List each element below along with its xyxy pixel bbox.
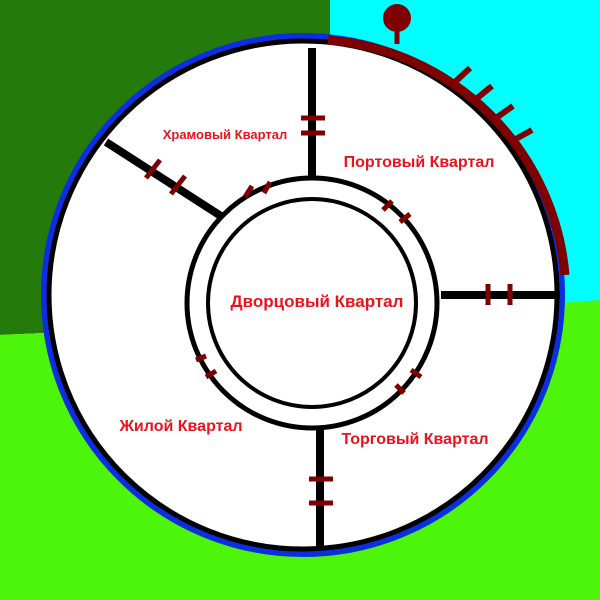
harbor-wall	[327, 35, 570, 276]
palace-wall	[206, 197, 418, 409]
lighthouse-icon	[383, 4, 411, 32]
label-living-district: Жилой Квартал	[118, 418, 242, 435]
label-port-district: Портовый Квартал	[344, 154, 495, 171]
gates	[144, 115, 513, 506]
pier-marks	[452, 65, 534, 143]
label-trade-district: Торговый Квартал	[341, 431, 488, 448]
label-temple-district: Храмовый Квартал	[163, 127, 288, 142]
label-palace-district: Дворцовый Квартал	[231, 292, 404, 311]
outer-wall-blue	[41, 33, 565, 557]
